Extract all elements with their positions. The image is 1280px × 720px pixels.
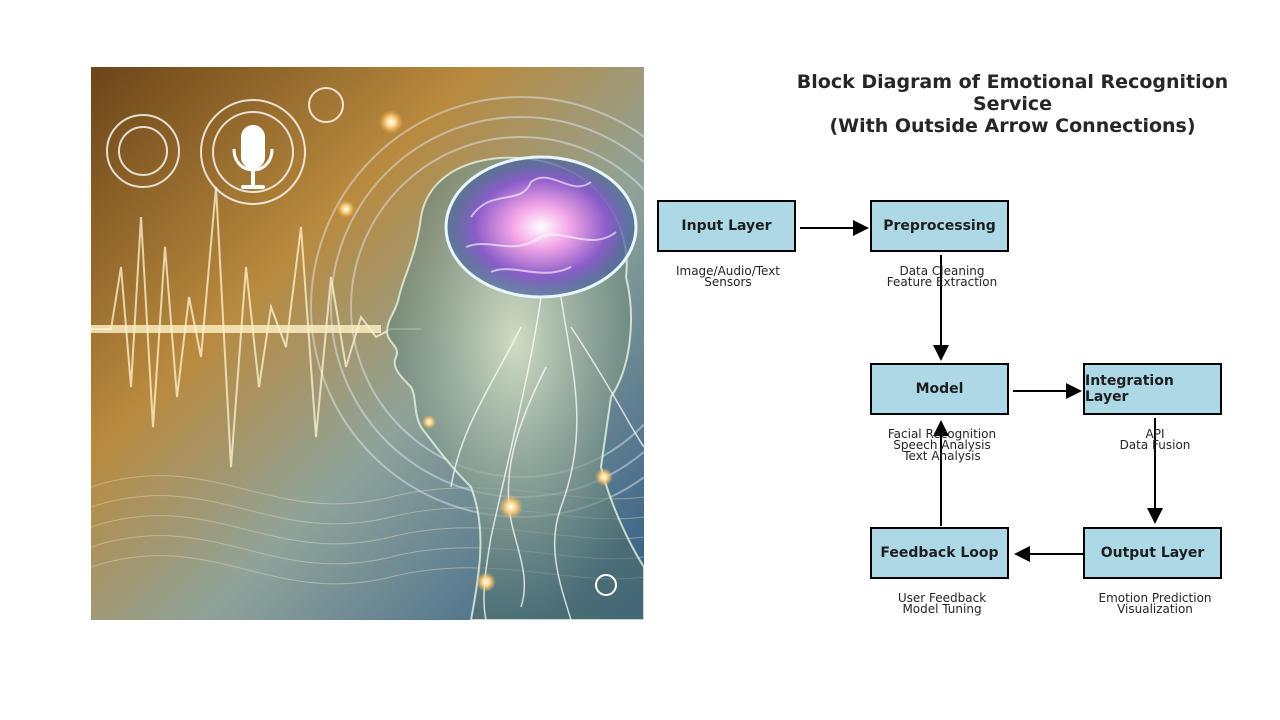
- output-layer-desc: Emotion Prediction Visualization: [1098, 591, 1212, 616]
- feedback-loop-desc: User Feedback Model Tuning: [897, 591, 987, 616]
- preprocessing-desc: Data Cleaning Feature Extraction: [886, 264, 998, 289]
- integration-layer-desc: API Data Fusion: [1119, 427, 1191, 452]
- model-desc: Facial Recognition Speech Analysis Text …: [887, 427, 997, 463]
- title-line-2: (With Outside Arrow Connections): [829, 115, 1196, 137]
- diagram-title: Block Diagram of Emotional Recognition S…: [760, 71, 1265, 137]
- model-block: Model: [870, 363, 1009, 415]
- output-layer-block: Output Layer: [1083, 527, 1222, 579]
- title-line-1: Block Diagram of Emotional Recognition S…: [796, 71, 1229, 115]
- input-layer-block: Input Layer: [657, 200, 796, 252]
- emotion-ai-illustration: [91, 67, 644, 620]
- input-layer-desc: Image/Audio/Text Sensors: [675, 264, 781, 289]
- preprocessing-block: Preprocessing: [870, 200, 1009, 252]
- integration-layer-block: Integration Layer: [1083, 363, 1222, 415]
- feedback-loop-block: Feedback Loop: [870, 527, 1009, 579]
